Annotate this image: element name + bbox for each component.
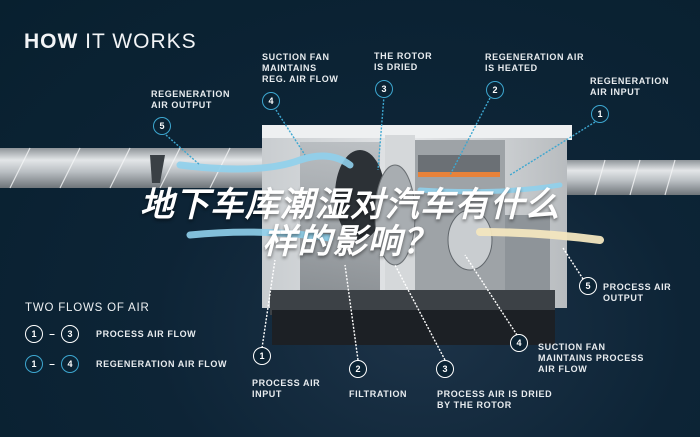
- legend-badge-to: 4: [61, 355, 79, 373]
- callout-label-regeneration-heated: REGENERATION AIR IS HEATED: [485, 52, 585, 73]
- callout-badge-top-4: 4: [262, 92, 280, 110]
- machine-body: [262, 125, 572, 345]
- callout-badge-bottom-5: 5: [579, 277, 597, 295]
- air-streams: [176, 152, 604, 244]
- process-leader-lines: [261, 247, 586, 361]
- legend-badge-from: 1: [25, 325, 43, 343]
- callout-badge-top-5: 5: [153, 117, 171, 135]
- legend-label: PROCESS AIR FLOW: [96, 329, 197, 339]
- callout-badge-top-3: 3: [375, 80, 393, 98]
- callout-badge-top-1: 1: [591, 105, 609, 123]
- legend-title: TWO FLOWS OF AIR: [25, 302, 150, 314]
- callout-label-suction-fan-process: SUCTION FAN MAINTAINS PROCESS AIR FLOW: [538, 342, 645, 374]
- legend-row-regeneration: 1 – 4 REGENERATION AIR FLOW: [25, 355, 227, 373]
- legend-label: REGENERATION AIR FLOW: [96, 359, 228, 369]
- callout-label-regeneration-air-output: REGENERATION AIR OUTPUT: [151, 89, 231, 110]
- callout-label-filtration: FILTRATION: [349, 389, 408, 399]
- callout-label-process-input: PROCESS AIR INPUT: [252, 378, 321, 399]
- page-title: HOW IT WORKS: [24, 30, 197, 53]
- callout-badge-bottom-1: 1: [253, 347, 271, 365]
- legend-badge-to: 3: [61, 325, 79, 343]
- callout-badge-top-2: 2: [486, 81, 504, 99]
- callout-label-process-output: PROCESS AIR OUTPUT: [603, 282, 672, 303]
- legend-dash: –: [49, 358, 55, 370]
- callout-badge-bottom-2: 2: [349, 360, 367, 378]
- callout-badge-bottom-3: 3: [436, 360, 454, 378]
- callout-label-suction-fan-reg: SUCTION FAN MAINTAINS REG. AIR FLOW: [262, 52, 339, 84]
- legend-dash: –: [49, 328, 55, 340]
- callout-label-rotor-dried: THE ROTOR IS DRIED: [374, 51, 433, 72]
- overlay-title-line2: 样的影响？: [262, 222, 438, 262]
- callout-label-regeneration-input: REGENERATION AIR INPUT: [590, 76, 670, 97]
- callout-badge-bottom-4: 4: [510, 334, 528, 352]
- legend-badge-from: 1: [25, 355, 43, 373]
- regen-leader-lines: [165, 95, 596, 176]
- callout-label-process-dried: PROCESS AIR IS DRIED BY THE ROTOR: [437, 389, 553, 410]
- overlay-title-line1: 地下车库潮湿对汽车有什么: [140, 185, 560, 225]
- right-duct: [565, 159, 700, 196]
- legend-row-process: 1 – 3 PROCESS AIR FLOW: [25, 325, 196, 343]
